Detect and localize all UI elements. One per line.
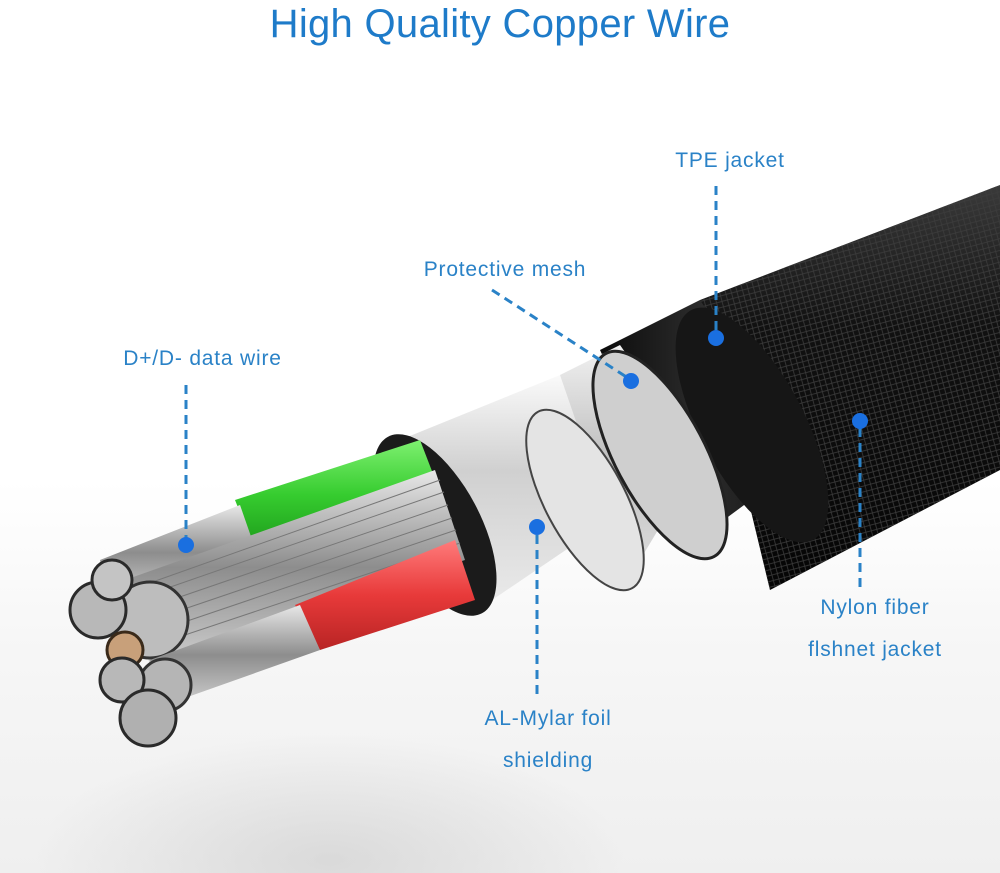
nylon-callout-dot — [852, 413, 868, 429]
label-line: flshnet jacket — [808, 638, 942, 661]
mesh-callout-line — [491, 288, 629, 380]
label-line: shielding — [502, 749, 594, 772]
label-line: D+/D- data wire — [123, 347, 282, 370]
tpe-jacket-label: TPE jacket — [650, 140, 810, 182]
foil-callout-dot — [529, 519, 545, 535]
label-line: Protective mesh — [423, 258, 587, 281]
nylon-jacket-label: Nylon fiber flshnet jacket — [785, 587, 965, 671]
mesh-callout-dot — [623, 373, 639, 389]
callout-lines — [184, 186, 862, 700]
wire-end-cluster — [68, 558, 178, 748]
label-line: AL-Mylar foil — [484, 707, 612, 730]
label-line: Nylon fiber — [820, 596, 930, 619]
tpe-callout-dot — [708, 330, 724, 346]
callout-dots — [178, 330, 868, 553]
data-wire-callout-dot — [178, 537, 194, 553]
protective-mesh-label: Protective mesh — [400, 249, 610, 291]
foil-shielding-label: AL-Mylar foil shielding — [458, 698, 638, 782]
page-title: High Quality Copper Wire — [269, 2, 731, 46]
data-wire-label: D+/D- data wire — [105, 338, 300, 380]
label-line: TPE jacket — [675, 149, 785, 172]
tpe-jacket — [600, 300, 829, 545]
